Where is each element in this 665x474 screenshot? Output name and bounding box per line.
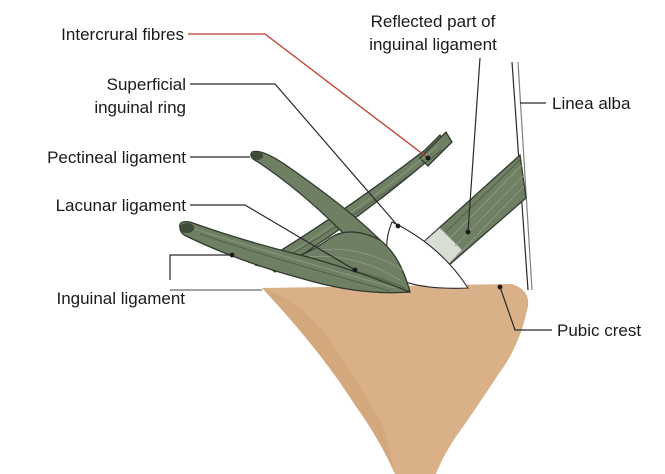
leader-inguinal-dot <box>230 253 235 258</box>
label-pubic-crest: Pubic crest <box>557 321 641 340</box>
label-superficial-ring-line1: Superficial <box>107 75 186 94</box>
leader-superficial-ring-dot <box>396 224 401 229</box>
label-reflected-line2: inguinal ligament <box>369 35 497 54</box>
leader-lacunar-dot <box>353 268 358 273</box>
leader-pubic-crest-dot <box>498 285 503 290</box>
label-reflected-line1: Reflected part of <box>371 12 496 31</box>
label-superficial-ring-line2: inguinal ring <box>94 98 186 117</box>
label-linea-alba: Linea alba <box>552 94 631 113</box>
leader-intercrural-dot <box>426 156 431 161</box>
leader-reflected-dot <box>466 230 471 235</box>
label-pectineal-ligament: Pectineal ligament <box>47 148 186 167</box>
intercrural-band-upper <box>420 132 452 166</box>
inguinal-ligament-end <box>180 223 194 233</box>
label-inguinal-ligament: Inguinal ligament <box>56 289 185 308</box>
label-lacunar-ligament: Lacunar ligament <box>56 196 187 215</box>
leader-inguinal <box>170 255 232 280</box>
pectineal-ligament-end <box>251 152 263 160</box>
label-intercrural-fibres: Intercrural fibres <box>61 25 184 44</box>
